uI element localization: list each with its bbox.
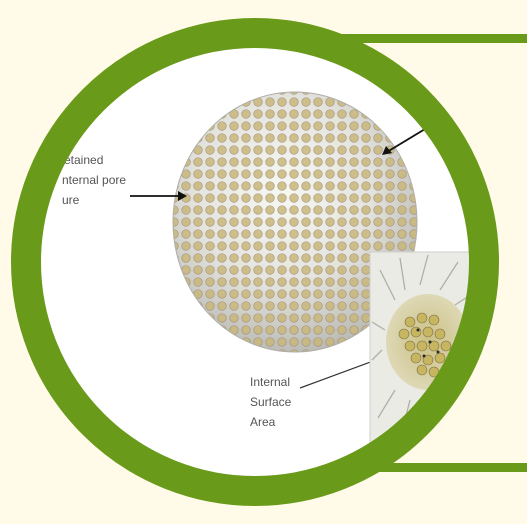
label-retained-line2: nternal pore xyxy=(62,173,126,187)
inset-image xyxy=(370,252,527,452)
label-retained-line3: ure xyxy=(62,193,80,207)
label-internal-line1: Internal xyxy=(250,375,290,389)
label-internal-line2: Surface xyxy=(250,395,292,409)
label-internal-line3: Area xyxy=(250,415,276,429)
